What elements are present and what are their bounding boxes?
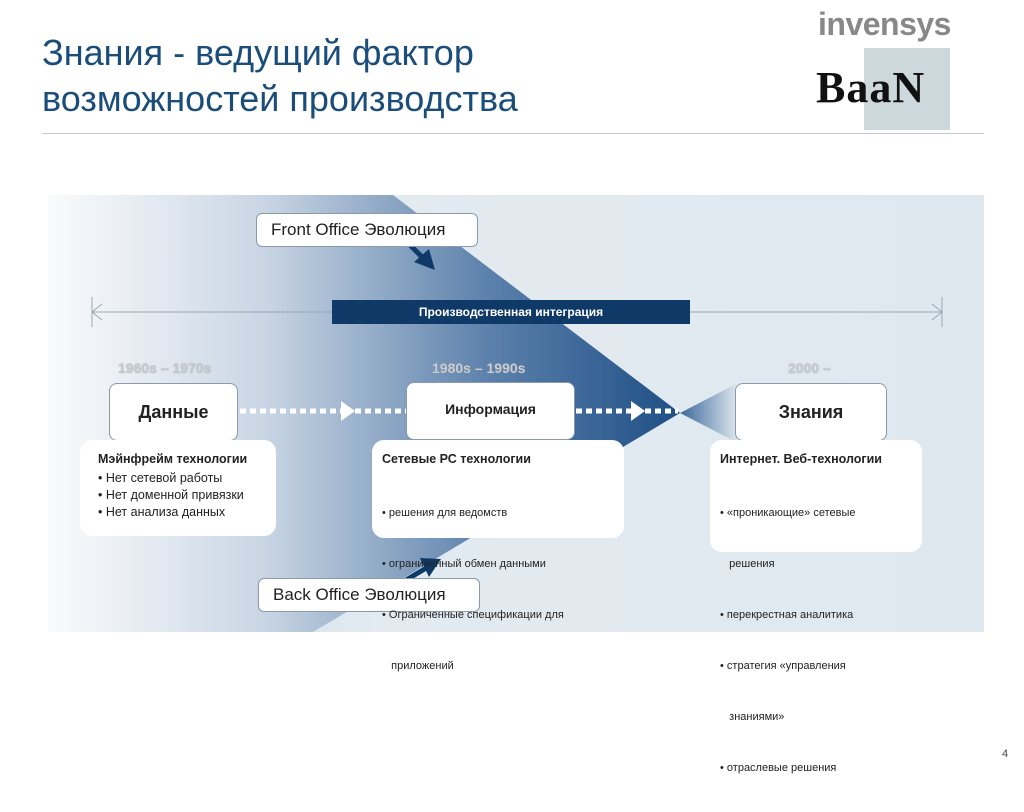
- front-office-arrow-head: [414, 249, 435, 270]
- list-item: знаниями»: [720, 711, 785, 723]
- card-internet-list: • «проникающие» сетевые решения • перекр…: [720, 470, 908, 812]
- stage-knowledge-box: Знания: [735, 383, 887, 441]
- card-pc-network: Сетевые РС технологии • решения для ведо…: [372, 440, 624, 672]
- stage-information-box: Информация: [406, 382, 575, 440]
- list-item: • Нет анализа данных: [98, 505, 226, 519]
- connector-2-arrow: [631, 401, 645, 421]
- card-mainframe-list: • Нет сетевой работы • Нет доменной прив…: [98, 470, 262, 521]
- list-item: приложений: [382, 660, 454, 672]
- period-2: 1980s – 1990s: [432, 360, 526, 376]
- list-item: • решения для ведомств: [382, 507, 508, 519]
- timeline-right-arrow: [931, 303, 943, 321]
- list-item: • Нет доменной привязки: [98, 488, 244, 502]
- convergence-wedge: [680, 383, 738, 443]
- card-mainframe: Мэйнфрейм технологии • Нет сетевой работ…: [80, 440, 276, 536]
- back-office-arrow-head: [420, 558, 441, 577]
- back-office-label: Back Office Эволюция: [258, 578, 480, 612]
- back-office-arrow-shaft: [404, 564, 430, 583]
- connector-1-arrow: [341, 401, 355, 421]
- title-divider: [42, 133, 984, 134]
- card-internet-heading: Интернет. Веб-технологии: [720, 452, 882, 466]
- list-item: • Нет сетевой работы: [98, 471, 223, 485]
- period-1: 1960s – 1970s: [118, 360, 212, 376]
- title-line-2: возможностей производства: [42, 78, 518, 119]
- list-item: • «проникающие» сетевые: [720, 507, 856, 519]
- card-mainframe-heading: Мэйнфрейм технологии: [98, 452, 248, 466]
- card-pc-network-list: • решения для ведомств • ограниченный об…: [382, 470, 610, 710]
- front-office-label: Front Office Эволюция: [256, 213, 478, 247]
- list-item: • перекрестная аналитика: [720, 609, 854, 621]
- card-internet: Интернет. Веб-технологии • «проникающие»…: [710, 440, 922, 774]
- stage-information-label: Информация: [445, 401, 536, 417]
- period-3: 2000 –: [788, 360, 831, 376]
- card-pc-network-heading: Сетевые РС технологии: [382, 452, 531, 466]
- page-number: 4: [1002, 748, 1009, 760]
- baan-logo-background: [864, 48, 950, 130]
- list-item: • отраслевые решения: [720, 762, 837, 774]
- timeline-left-arrow: [91, 303, 103, 321]
- list-item: решения: [720, 558, 775, 570]
- page-title: Знания - ведущий фактор возможностей про…: [42, 30, 742, 122]
- list-item: • ограниченный обмен данными: [382, 558, 546, 570]
- baan-logo: BaaN: [816, 63, 926, 112]
- title-line-1: Знания - ведущий фактор: [42, 32, 474, 73]
- list-item: • стратегия «управления: [720, 660, 846, 672]
- stage-data-box: Данные: [109, 383, 238, 441]
- integration-band: Производственная интеграция: [332, 300, 690, 324]
- invensys-logo: invensys: [818, 6, 951, 42]
- list-item: • Ограниченные спецификации для: [382, 609, 564, 621]
